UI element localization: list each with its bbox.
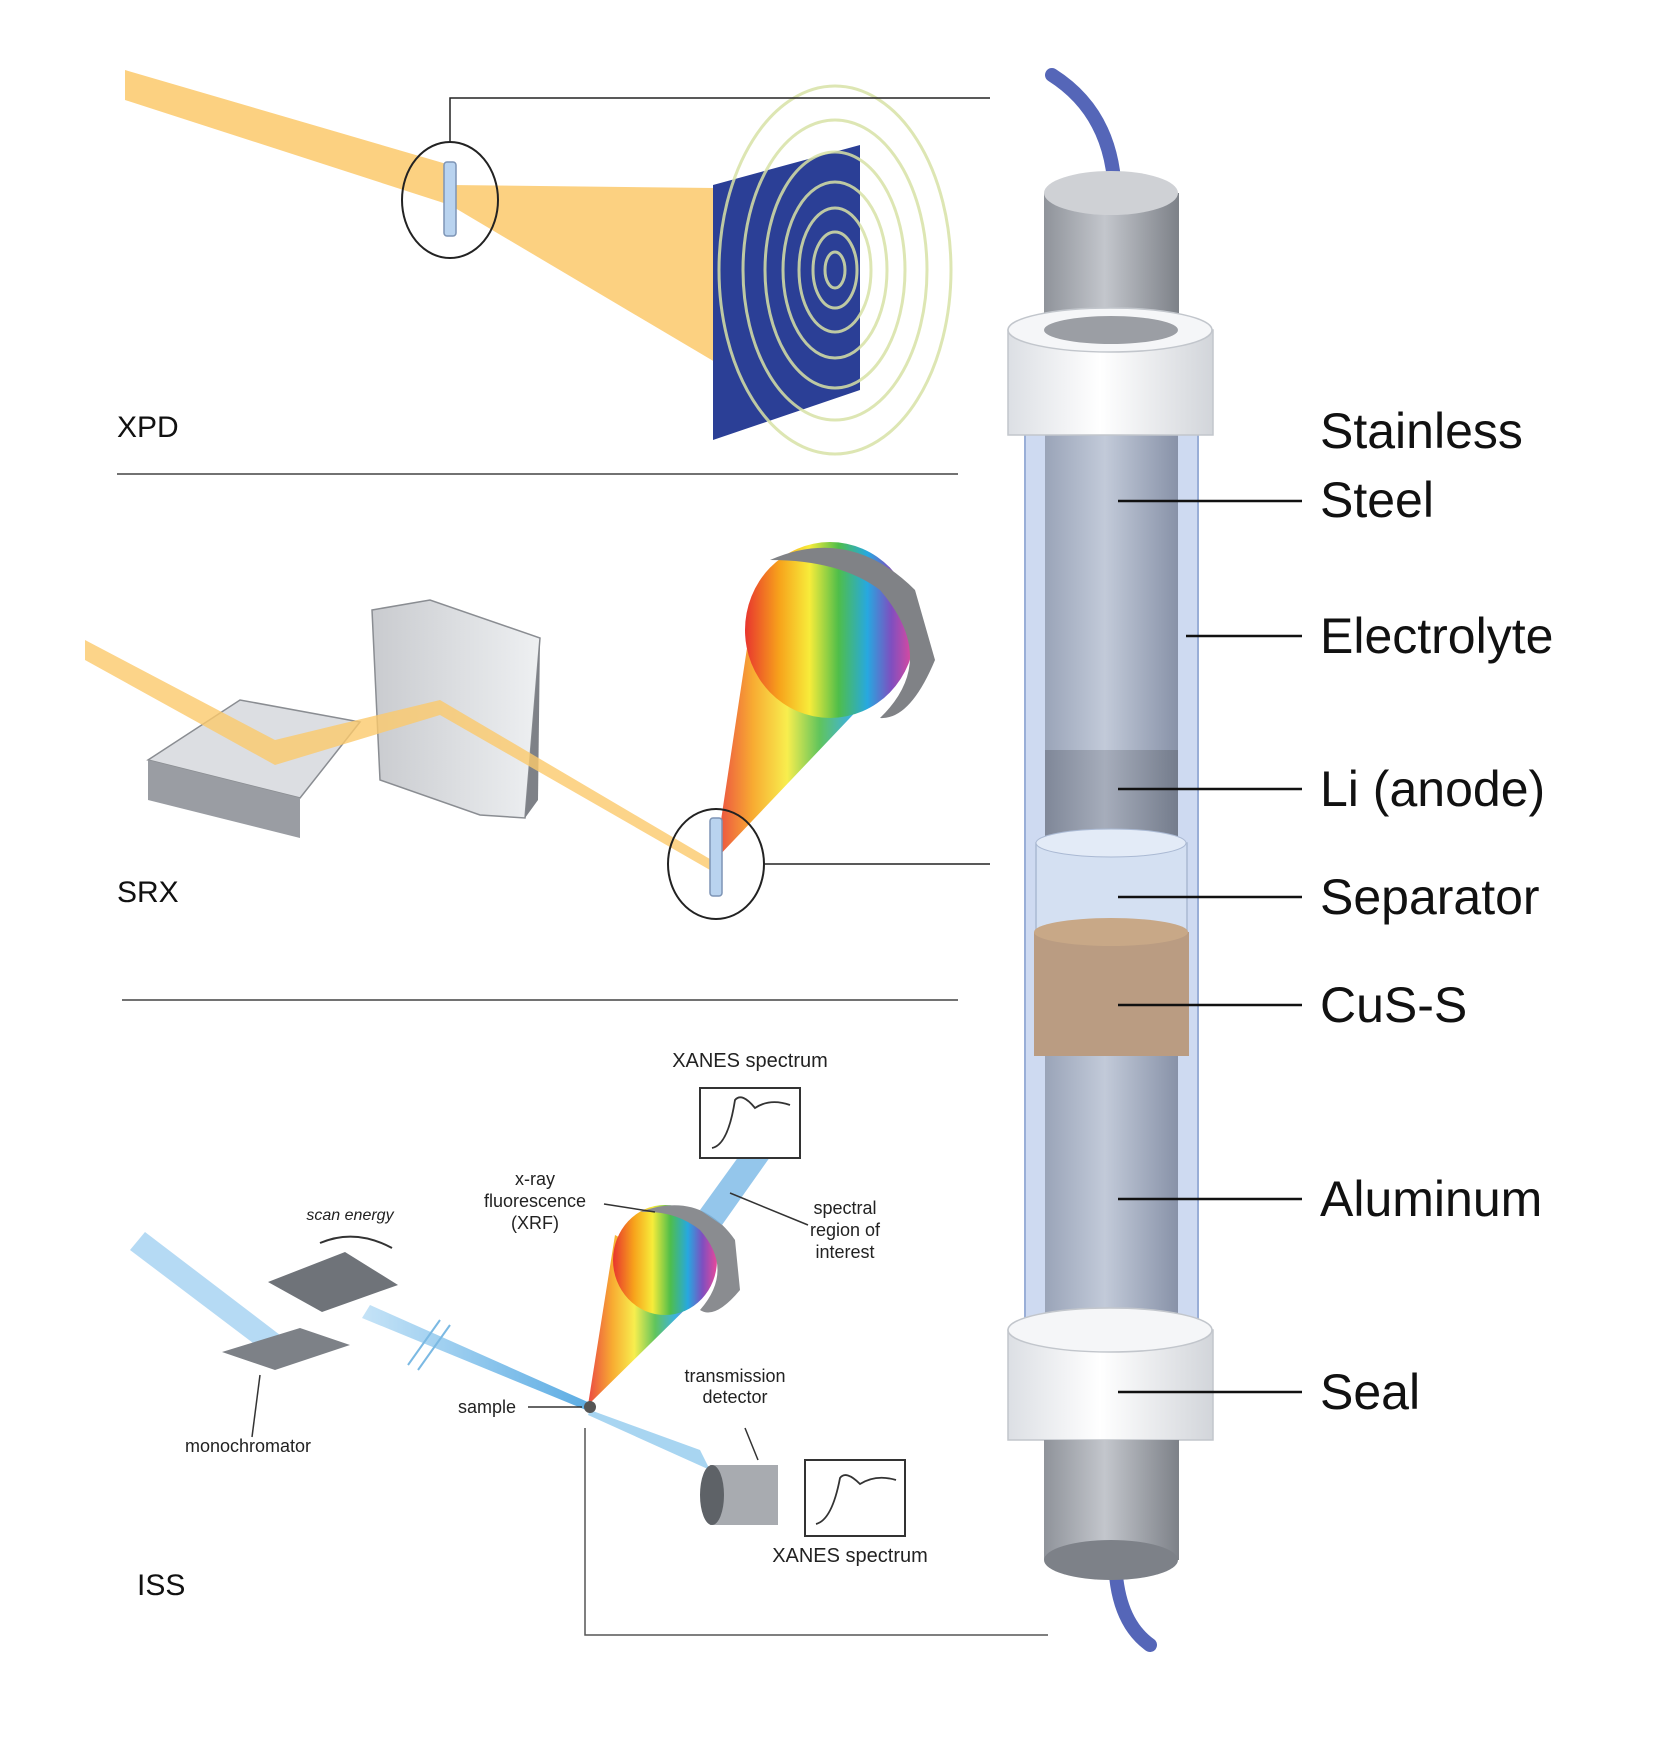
li-anode-label: Li (anode) [1320, 761, 1545, 817]
spectral-leader [729, 1192, 809, 1226]
iss-xrf-filtered-beam [700, 1138, 775, 1225]
separator-label: Separator [1320, 869, 1540, 925]
iss-monochromator-crystal-2 [268, 1252, 398, 1312]
electrolyte-label: Electrolyte [1320, 608, 1553, 664]
xpd-diffraction-rings [717, 84, 953, 456]
scan-energy-arrow [319, 1235, 393, 1249]
xrf-label-line2: fluorescence [484, 1191, 586, 1211]
iss-beam-to-sample [362, 1305, 590, 1410]
iss-panel: XANES spectrum x-ray fluorescence (XRF) … [130, 1050, 1048, 1636]
iss-sample-point [584, 1401, 596, 1413]
separator-disc-top [1035, 828, 1187, 858]
top-seal-hole [1044, 316, 1178, 344]
iss-beam-break-2 [417, 1324, 451, 1371]
monochromator-label: monochromator [185, 1436, 311, 1456]
iss-monochromator-crystal-1 [222, 1328, 350, 1370]
transmission-label-line2: detector [702, 1387, 767, 1407]
battery-cell: Stainless Steel Electrolyte Li (anode) S… [1007, 68, 1553, 1652]
iss-transmitted-beam [588, 1410, 710, 1470]
xanes-bottom-box [804, 1459, 906, 1537]
cell-leader-lines [1118, 499, 1302, 1394]
bottom-steel-cap-bottom [1044, 1540, 1178, 1580]
scan-energy-label: scan energy [306, 1207, 394, 1224]
xanes-bottom-curve [815, 1474, 897, 1525]
iss-xrf-detector-face [613, 1205, 717, 1315]
stainless-label-line1: Stainless [1320, 403, 1523, 459]
srx-mirror-2-side [525, 638, 540, 818]
sample-label: sample [458, 1397, 516, 1417]
iss-label: ISS [137, 1569, 185, 1602]
transmission-label-line1: transmission [684, 1366, 785, 1386]
bottom-steel-cap [1044, 1440, 1179, 1560]
xanes-top-curve [711, 1096, 791, 1149]
spectral-label-line3: interest [815, 1242, 874, 1262]
cus-s-cathode-top [1034, 918, 1188, 946]
stainless-label-line2: Steel [1320, 472, 1434, 528]
iss-transmission-detector [710, 1465, 778, 1525]
xrf-leader [603, 1203, 656, 1213]
xpd-incident-beam [125, 70, 450, 205]
top-steel-cap-top [1044, 171, 1178, 215]
srx-mirror-2 [371, 599, 541, 819]
iss-beam-break-1 [407, 1319, 441, 1366]
aluminum-rod [1045, 1056, 1178, 1336]
aluminum-label: Aluminum [1320, 1171, 1542, 1227]
transmission-leader [744, 1427, 759, 1461]
srx-mirror-1-side [148, 760, 300, 838]
spectral-label-line2: region of [810, 1220, 881, 1240]
iss-connector-line [584, 1428, 1048, 1636]
srx-label: SRX [117, 876, 179, 909]
xpd-connector-line [449, 97, 990, 142]
iss-transmission-detector-face [700, 1465, 724, 1525]
srx-detector-body [770, 547, 935, 719]
srx-panel: SRX [85, 542, 990, 1001]
cus-s-label: CuS-S [1320, 977, 1467, 1033]
cus-s-cathode [1034, 932, 1189, 1056]
xpd-label: XPD [117, 411, 179, 444]
bottom-seal-top [1007, 1307, 1213, 1353]
xpd-diffraction-cone [450, 185, 715, 362]
srx-sample-capillary [709, 817, 723, 897]
separator-disc [1035, 842, 1188, 934]
xpd-panel: XPD [117, 70, 990, 475]
spectral-label-line1: spectral [813, 1198, 876, 1218]
seal-label: Seal [1320, 1364, 1420, 1420]
xanes-top-label: XANES spectrum [672, 1050, 828, 1072]
srx-detector-face [745, 542, 915, 718]
stainless-steel-rod [1045, 420, 1178, 750]
iss-incoming-beam [130, 1232, 280, 1352]
xpd-sample-capillary [443, 161, 457, 237]
xrf-label-line1: x-ray [515, 1169, 555, 1189]
iss-xrf-detector-body [640, 1205, 740, 1313]
xanes-bottom-label: XANES spectrum [772, 1545, 928, 1567]
xrf-label-line3: (XRF) [511, 1213, 559, 1233]
monochromator-leaders [251, 1374, 261, 1438]
